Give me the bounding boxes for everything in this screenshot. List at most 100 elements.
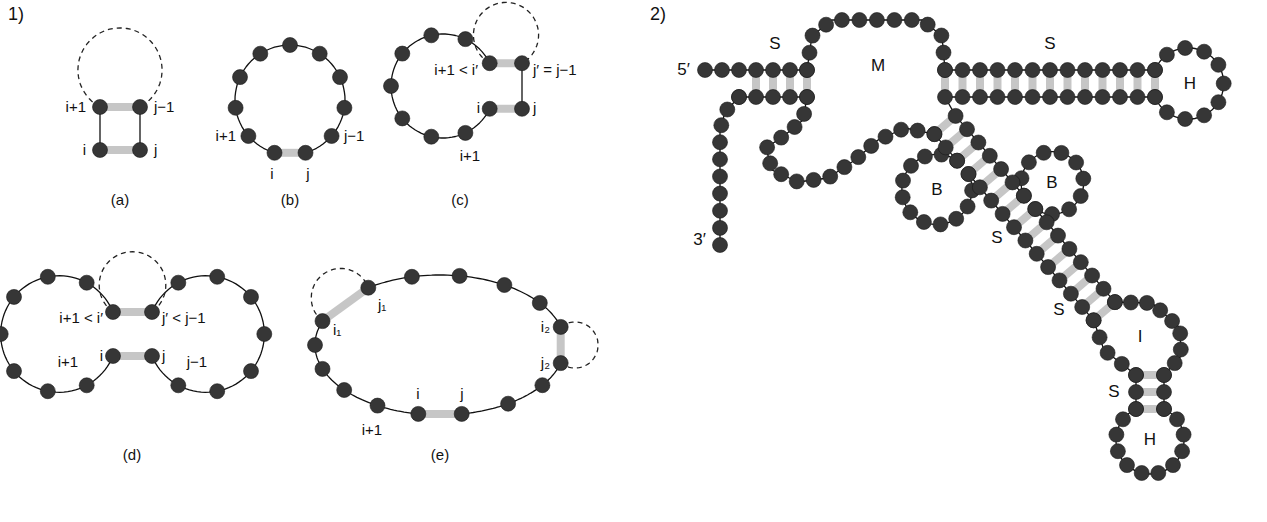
backbone-line [391,34,490,138]
index-label: i+1 [58,353,78,370]
nucleotide-dot [171,378,186,393]
nucleotide-dot [713,238,728,253]
nucleotide-dot [823,169,838,184]
subfigure-label: (a) [111,191,129,208]
nucleotide-dot [1148,63,1163,78]
nucleotide-dot [1148,90,1163,105]
subfigure-label: (c) [451,191,469,208]
nucleotide-dot [887,13,902,28]
nucleotide-dot [1062,241,1077,256]
substructure-loop [99,252,166,312]
nucleotide-dot [955,63,970,78]
bulge-label: B [931,180,942,200]
nucleotide-dot [749,63,764,78]
nucleotide-dot [1060,63,1075,78]
nucleotide-dot [553,319,568,334]
nucleotide-dot [973,63,988,78]
index-label: i [477,99,480,116]
nucleotide-dot [283,38,298,53]
nucleotide-dot [1052,273,1067,288]
stem-label: S [1053,300,1064,320]
backbone-line [1,276,113,393]
nucleotide-dot [411,406,426,421]
subfigure-label: (e) [431,446,449,463]
nucleotide-dot [805,28,820,43]
nucleotide-dot [961,167,976,182]
nucleotide-dot [800,90,815,105]
nucleotide-dot [927,127,942,142]
subfigure-label: (d) [123,446,141,463]
nucleotide-dot [916,215,931,230]
nucleotide-dot [384,79,399,94]
substructure-layer [78,2,598,368]
nucleotide-dot [895,190,910,205]
nucleotide-dot [308,338,323,353]
index-label: j−1 [344,127,364,144]
nucleotide-dot [1051,228,1066,243]
nucleotide-dot [1197,44,1212,59]
nucleotide-dot [1107,295,1122,310]
nucleotide-dot [950,153,965,168]
nucleotide-dot [1157,402,1172,417]
nucleotide-dot [1092,330,1107,345]
nucleotide-dot [938,63,953,78]
nucleotide-dot [910,123,925,138]
nucleotide-dot [869,13,884,28]
nucleotide-dot [800,63,815,78]
nucleotide-dot [763,156,778,171]
nucleotide-dot [458,125,473,140]
nucleotide-dot [40,384,55,399]
nucleotide-dot [298,145,313,160]
nucleotide-dot [501,396,516,411]
nucleotide-dot [933,217,948,232]
nucleotide-dot [7,289,22,304]
index-label: i+1 < i′ [59,309,103,326]
nucleotide-dot [938,63,953,78]
nucleotide-dot [878,129,893,144]
nucleotide-dot [458,32,473,47]
nucleotide-dot [1096,281,1111,296]
index-label: i+1 [216,127,236,144]
nucleotide-dot [1173,326,1188,341]
nucleotide-dot [1113,63,1128,78]
nucleotide-dot [241,129,256,144]
nucleotide-dot [938,90,953,105]
nucleotide-dot [210,269,225,284]
index-label: j−1 [187,353,207,370]
multiloop-label: M [871,56,885,76]
nucleotide-dot [1178,41,1193,56]
interior-loop-label: I [1138,327,1143,347]
nucleotide-dot [1039,215,1054,230]
nucleotide-dot [79,378,94,393]
nucleotide-dot [1211,95,1226,110]
nucleotide-dot [1025,63,1040,78]
nucleotide-dot [133,143,148,158]
index-label: j [162,347,165,364]
nucleotide-dot [1062,202,1077,217]
nucleotide-dot [1016,188,1031,203]
nucleotide-dot [837,160,852,175]
nucleotide-dot [1075,300,1090,315]
nucleotide-dot [774,130,789,145]
backbone-line [1094,320,1136,375]
end-label: 5′ [677,60,690,80]
nucleotide-dot [1159,47,1174,62]
nucleotide-dot [257,327,272,342]
index-label: i [83,141,86,158]
index-label: j [306,165,309,182]
nucleotide-dot [920,17,935,32]
backbone-line [368,275,560,327]
nucleotide-dot [7,364,22,379]
nucleotide-dot [994,162,1009,177]
nucleotide-dot [1069,155,1084,170]
nucleotide-dot [766,63,781,78]
nucleotide-dot [1043,63,1058,78]
nucleotide-dot [1100,345,1115,360]
nucleotide-dot [1029,246,1044,261]
nucleotide-dot [852,13,867,28]
index-label: i+1 [362,421,382,438]
nucleotide-dot [337,100,352,115]
nucleotide-dot [1211,57,1226,72]
index-label: i₁ [333,321,341,338]
